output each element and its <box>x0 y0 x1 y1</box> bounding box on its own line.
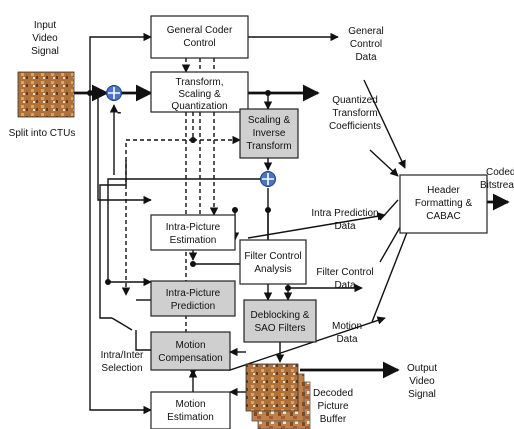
junction-dot <box>87 90 93 96</box>
svg-text:Motion: Motion <box>332 321 362 332</box>
svg-text:Video: Video <box>32 33 58 44</box>
svg-text:Output: Output <box>407 363 437 374</box>
line-intra-data-to-header <box>380 200 398 220</box>
svg-text:Selection: Selection <box>101 363 142 374</box>
general-control-data-label: General Control Data <box>348 26 384 63</box>
svg-text:Coded: Coded <box>486 167 514 178</box>
svg-text:Control: Control <box>350 39 382 50</box>
svg-text:Scaling &: Scaling & <box>248 115 291 126</box>
svg-text:Deblocking &: Deblocking & <box>251 310 310 321</box>
svg-text:Data: Data <box>336 334 358 345</box>
svg-text:Picture: Picture <box>317 401 349 412</box>
decoded-picture-buffer-label: Decoded Picture Buffer <box>313 388 353 425</box>
decoded-picture-buffer-image <box>246 364 310 429</box>
svg-text:Video: Video <box>409 376 435 387</box>
junction-dot <box>232 207 238 213</box>
selection-switch <box>112 318 132 330</box>
svg-text:Intra-Picture: Intra-Picture <box>166 288 221 299</box>
svg-text:SAO Filters: SAO Filters <box>254 323 305 334</box>
svg-text:Filter Control: Filter Control <box>244 251 301 262</box>
filter-control-block <box>240 240 306 284</box>
svg-text:Motion: Motion <box>175 399 205 410</box>
junction-dot <box>265 207 271 213</box>
quantized-coefficients-label: Quantized Transform Coefficients <box>329 95 381 132</box>
scaling-inverse-label: Scaling & Inverse Transform <box>246 115 291 152</box>
svg-text:Filter Control: Filter Control <box>316 267 373 278</box>
svg-text:Coefficients: Coefficients <box>329 121 381 132</box>
svg-text:Data: Data <box>334 280 356 291</box>
input-video-frame-image <box>18 72 74 117</box>
svg-text:Analysis: Analysis <box>254 264 291 275</box>
junction-dot <box>265 90 271 96</box>
svg-text:Inverse: Inverse <box>253 128 286 139</box>
junction-dot <box>190 137 196 143</box>
svg-text:Data: Data <box>334 221 356 232</box>
svg-text:Intra/Inter: Intra/Inter <box>101 350 144 361</box>
svg-text:Compensation: Compensation <box>158 353 222 364</box>
junction-dot <box>95 90 101 96</box>
minus-sign: - <box>117 104 121 119</box>
motion-compensation-block <box>151 332 230 370</box>
line-input-to-gcc <box>90 37 151 93</box>
svg-text:Transform,: Transform, <box>176 77 224 88</box>
intra-inter-selection-label: Intra/Inter Selection <box>101 350 144 374</box>
svg-text:Formatting &: Formatting & <box>415 198 473 209</box>
line-mc-to-selection <box>136 330 151 350</box>
svg-text:Data: Data <box>355 52 377 63</box>
svg-text:Signal: Signal <box>408 389 436 400</box>
line-adder2-to-filter <box>246 188 268 248</box>
output-video-label: Output Video Signal <box>407 363 437 400</box>
svg-text:Intra-Picture: Intra-Picture <box>166 222 221 233</box>
junction-dot <box>190 261 196 267</box>
svg-text:General Coder: General Coder <box>167 25 233 36</box>
svg-text:General: General <box>348 26 384 37</box>
svg-text:Decoded: Decoded <box>313 388 353 399</box>
svg-text:Buffer: Buffer <box>320 414 347 425</box>
svg-text:Estimation: Estimation <box>167 412 214 423</box>
svg-text:Header: Header <box>427 185 460 196</box>
deblocking-block <box>244 300 316 342</box>
line-coeff-to-header <box>370 150 398 176</box>
motion-data-label: Motion Data <box>332 321 362 345</box>
junction-dot <box>285 285 291 291</box>
svg-text:Motion: Motion <box>175 340 205 351</box>
transform-label: Transform, Scaling & Quantization <box>171 77 227 112</box>
svg-text:Estimation: Estimation <box>170 235 217 246</box>
junction-dot <box>105 279 111 285</box>
svg-text:Prediction: Prediction <box>171 301 215 312</box>
svg-text:Control: Control <box>183 38 215 49</box>
split-ctus-label: Split into CTUs <box>9 128 76 139</box>
input-adder <box>107 86 122 101</box>
svg-text:Quantization: Quantization <box>171 101 227 112</box>
svg-text:Intra Prediction: Intra Prediction <box>311 208 378 219</box>
svg-text:Signal: Signal <box>31 46 59 57</box>
svg-text:Quantized: Quantized <box>332 95 378 106</box>
intra-prediction-data-label: Intra Prediction Data <box>311 208 378 232</box>
svg-text:CABAC: CABAC <box>426 211 460 222</box>
motion-estimation-block <box>151 392 230 429</box>
line-selection-back <box>100 160 126 318</box>
svg-text:Bitstrea: Bitstrea <box>480 180 514 191</box>
line-input-to-ie <box>98 93 151 200</box>
reconstruction-adder <box>261 172 276 187</box>
svg-text:Transform: Transform <box>246 141 291 152</box>
svg-text:Transform: Transform <box>332 108 377 119</box>
general-coder-control-block <box>151 16 248 58</box>
input-video-label: Input Video Signal <box>31 20 59 57</box>
svg-text:Input: Input <box>34 20 56 31</box>
svg-text:Scaling &: Scaling & <box>178 89 221 100</box>
